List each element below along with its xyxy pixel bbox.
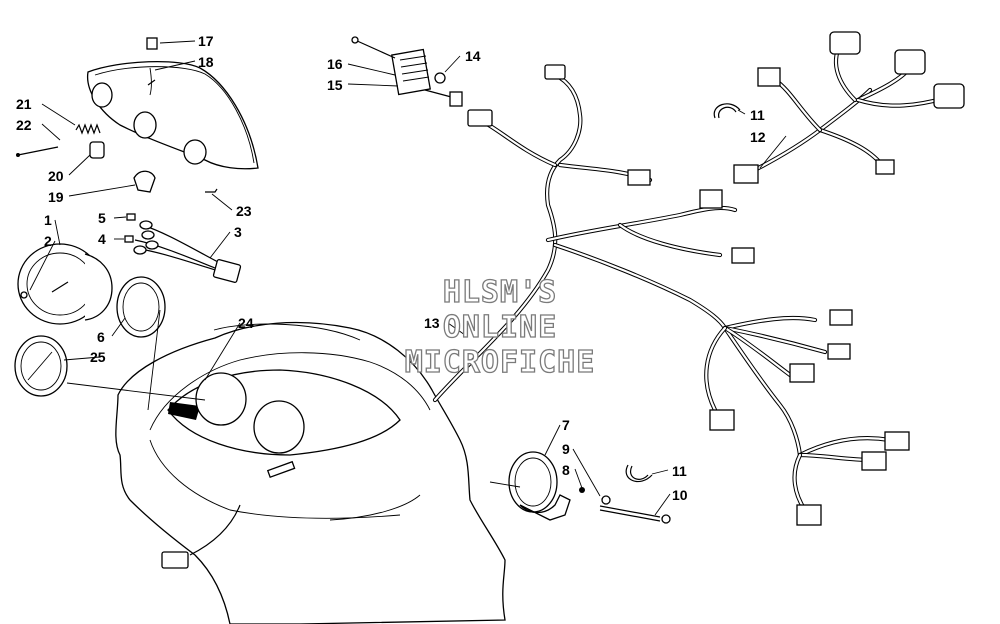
grommet-20 [89, 141, 105, 159]
washer-8 [579, 487, 585, 493]
callout-7: 7 [562, 417, 570, 433]
cable-assembly [508, 451, 671, 524]
callout-5: 5 [98, 210, 106, 226]
leader-lines [29, 40, 787, 516]
callout-10: 10 [672, 487, 688, 503]
gauge-7 [508, 451, 558, 513]
callout-16: 16 [327, 56, 343, 72]
nut-9 [601, 495, 611, 505]
bulb-4 [124, 235, 134, 243]
pin-23 [205, 188, 218, 193]
spring-21 [75, 123, 101, 135]
regulator-15 [391, 48, 431, 96]
callout-15: 15 [327, 77, 343, 93]
callout-8: 8 [562, 462, 570, 478]
watermark: HLSM'S ONLINE MICROFICHE [404, 274, 596, 380]
callout-24: 24 [238, 315, 254, 331]
clip-11-upper [713, 103, 741, 119]
callout-11-lower: 11 [672, 463, 687, 479]
callout-22: 22 [16, 117, 32, 133]
cable-10 [599, 505, 661, 518]
headlight-assembly [16, 37, 259, 193]
callout-4: 4 [98, 231, 106, 247]
callout-25: 25 [90, 349, 106, 365]
bulb-socket-19 [133, 170, 156, 193]
callout-13: 13 [424, 315, 440, 331]
screw-22 [17, 146, 59, 156]
hood-connector [161, 551, 189, 569]
nut-14 [434, 72, 446, 84]
callout-17: 17 [198, 33, 214, 49]
callout-12: 12 [750, 129, 766, 145]
callout-18: 18 [198, 54, 214, 70]
bolt-16 [354, 39, 396, 59]
callout-21: 21 [16, 96, 32, 112]
regulator-assembly [351, 36, 463, 107]
dash-gauge-left [195, 372, 247, 426]
callout-14: 14 [465, 48, 481, 64]
harness-branches [704, 315, 893, 513]
lens-25 [14, 335, 68, 397]
connector-3 [212, 259, 242, 283]
callout-6: 6 [97, 329, 105, 345]
callout-2: 2 [44, 233, 52, 249]
socket-harness [124, 213, 242, 283]
callout-19: 19 [48, 189, 64, 205]
wiring-harness-13 [432, 31, 965, 526]
seal-ring-6 [116, 276, 166, 338]
callout-23: 23 [236, 203, 252, 219]
harness-trunk [432, 72, 803, 458]
callout-3: 3 [234, 224, 242, 240]
clip-17 [146, 37, 158, 50]
watermark-line-3: MICROFICHE [405, 345, 596, 380]
callout-20: 20 [48, 168, 64, 184]
watermark-line-1: HLSM'S [443, 275, 557, 310]
gauges [14, 243, 166, 397]
clip-11-lower [625, 464, 653, 483]
bulb-2 [20, 291, 28, 299]
watermark-line-2: ONLINE [443, 310, 557, 345]
callout-9: 9 [562, 441, 570, 457]
callout-1: 1 [44, 212, 52, 228]
dash-gauge-right [253, 400, 305, 454]
callouts: 17 18 21 22 20 19 23 5 4 3 1 2 6 25 24 1… [16, 33, 766, 503]
bulb-5 [126, 213, 136, 221]
hood-dash-24 [115, 321, 506, 624]
callout-11-upper: 11 [750, 107, 765, 123]
harness-connectors [467, 31, 965, 526]
